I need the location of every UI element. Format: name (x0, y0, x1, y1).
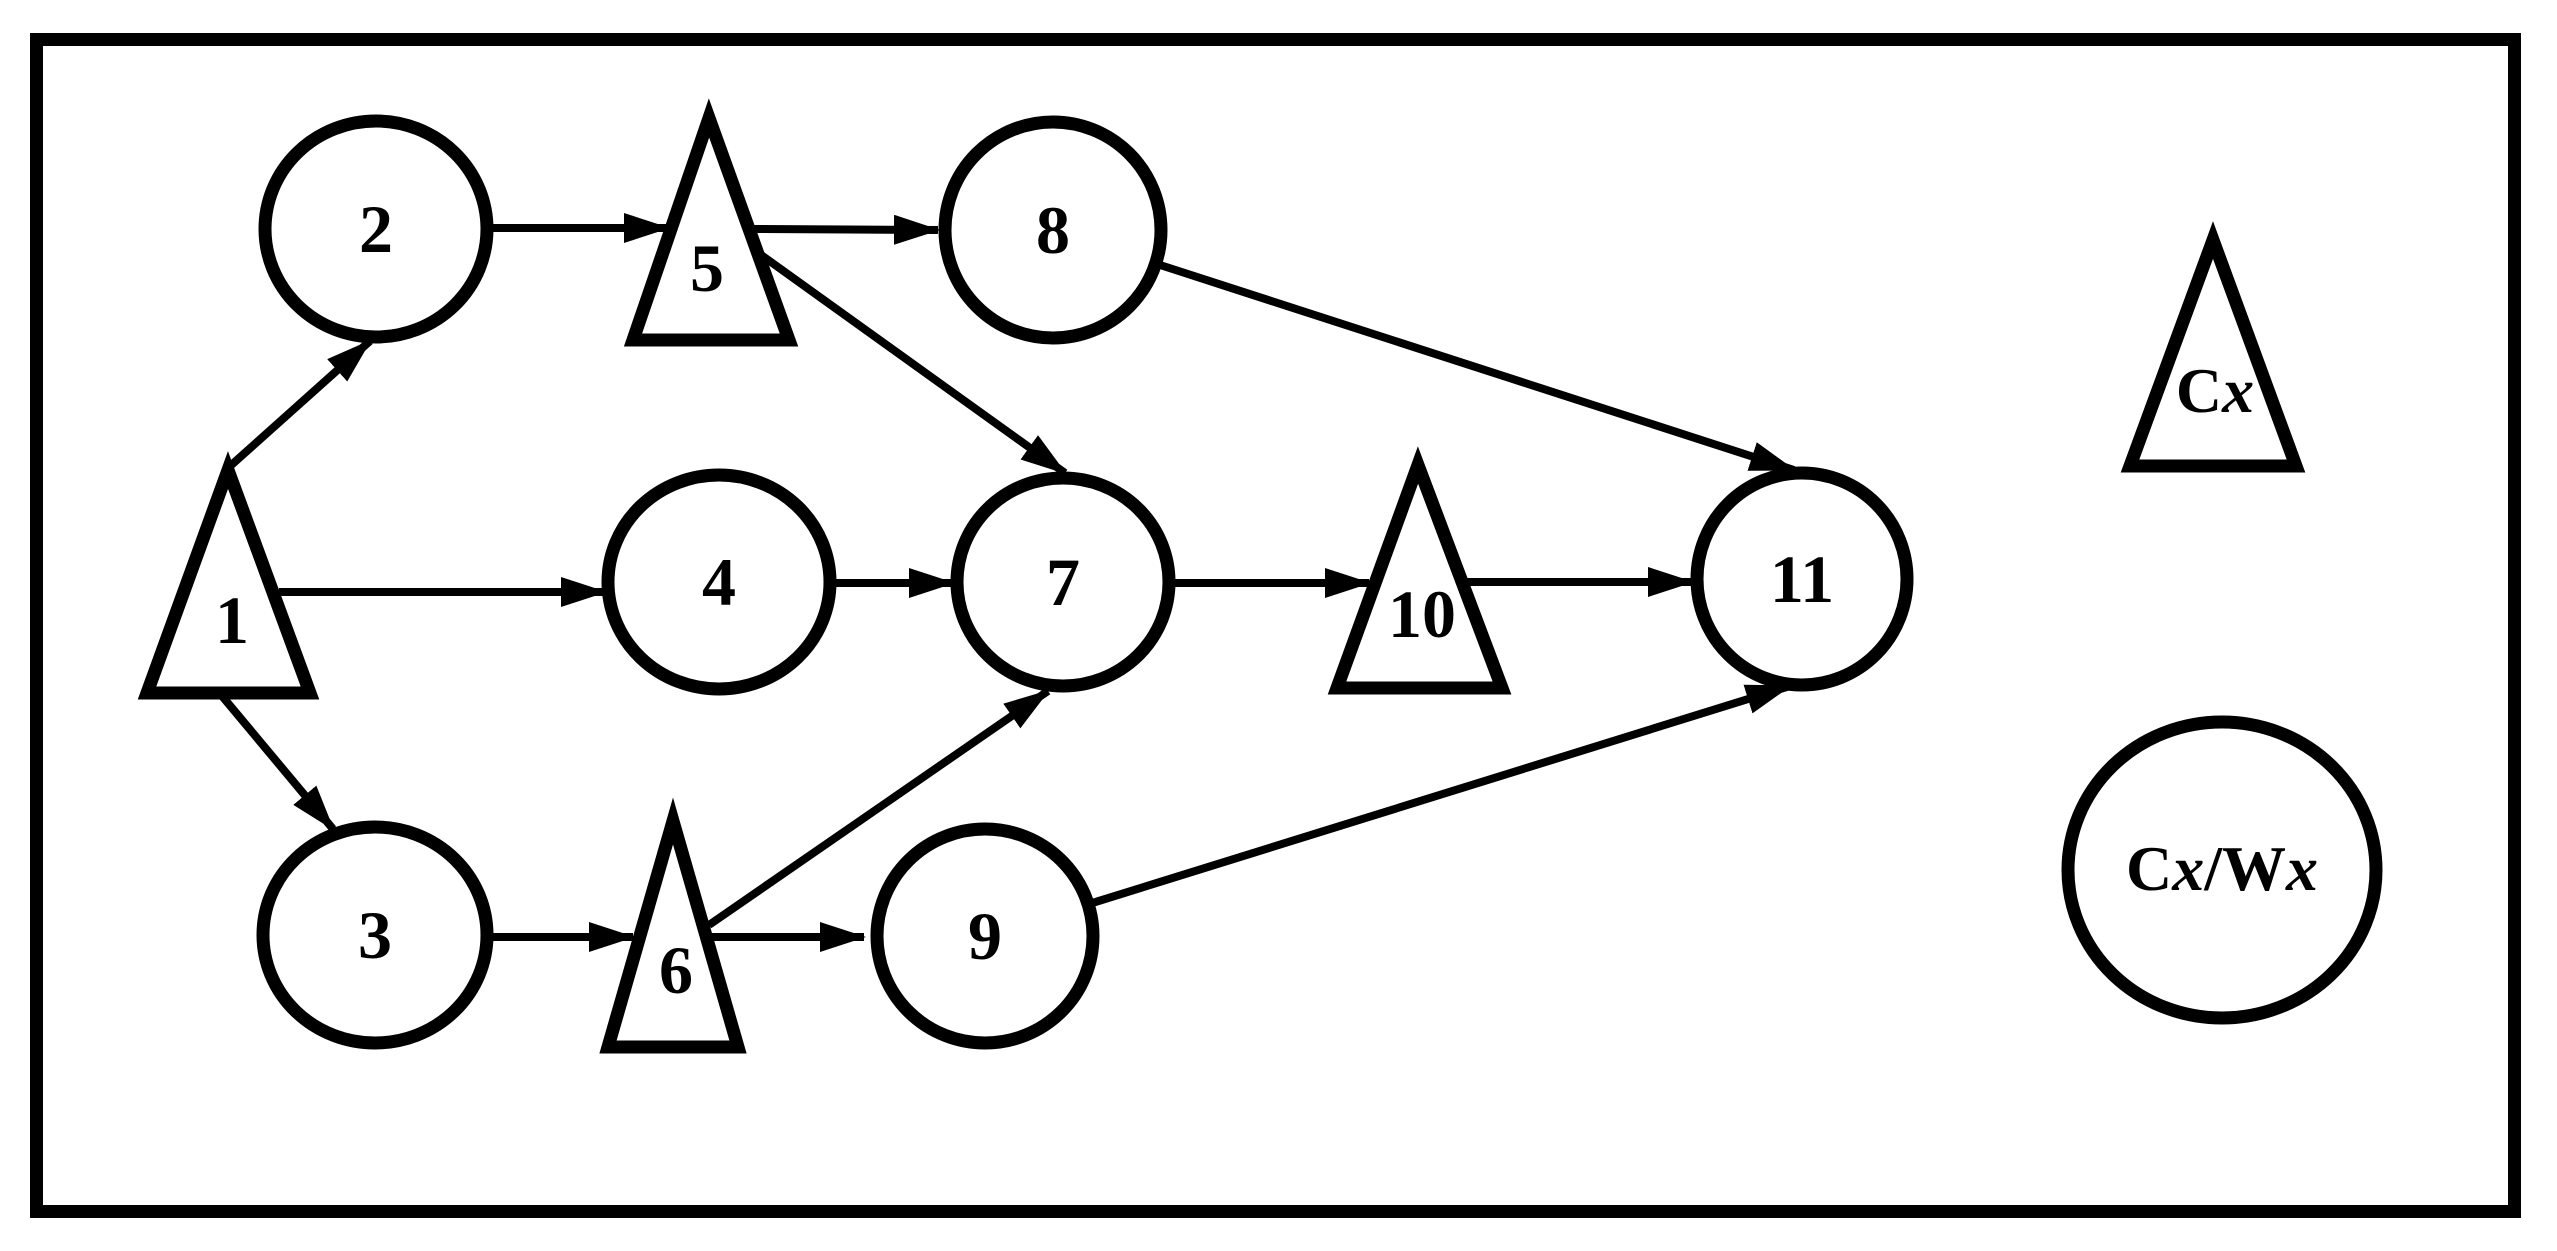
legend-event-symbol-label-part: x (2285, 833, 2318, 904)
node-4: 4 (601, 468, 837, 696)
figure-border (30, 33, 2521, 1218)
node-8-label: 8 (1036, 192, 1070, 268)
node-7: 7 (950, 471, 1176, 693)
node-8-circle-shape (938, 115, 1168, 345)
legend-activity-symbol-label-part: C (2176, 355, 2222, 426)
node-11-circle-shape (1690, 466, 1914, 692)
node-1-label: 1 (215, 582, 249, 658)
node-5-label: 5 (690, 230, 724, 306)
legend-event-symbol-label-part: W (2222, 833, 2286, 904)
node-10-triangle-shape (1327, 446, 1512, 695)
node-6-triangle-shape (599, 797, 747, 1054)
node-9: 9 (870, 822, 1100, 1050)
node-3: 3 (256, 820, 494, 1050)
node-9-circle-shape (870, 822, 1100, 1050)
legend-event-symbol-label-part: / (2203, 833, 2223, 904)
edge-5-7 (754, 248, 1068, 477)
node-2-circle-shape (258, 114, 494, 344)
node-11-label: 11 (1770, 541, 1834, 617)
node-10: 10 (1327, 446, 1512, 695)
legend-event-symbol-label-part: C (2126, 833, 2172, 904)
node-10-label: 10 (1388, 576, 1456, 652)
node-4-label: 4 (702, 544, 736, 620)
node-2-label: 2 (359, 191, 393, 267)
node-11: 11 (1690, 466, 1914, 692)
legend-event-symbol: Cx/Wx (2061, 715, 2383, 1025)
node-6: 6 (599, 797, 747, 1054)
node-1: 1 (137, 451, 320, 700)
node-4-circle-shape (601, 468, 837, 696)
legend-event-symbol-label-part: x (2171, 833, 2204, 904)
legend-activity-symbol-label-part: x (2221, 355, 2254, 426)
node-6-label: 6 (659, 932, 693, 1008)
node-7-circle-shape (950, 471, 1176, 693)
legend-activity-symbol-label: Cx (2176, 355, 2254, 426)
edge-5-8 (751, 214, 940, 245)
node-3-label: 3 (358, 897, 392, 973)
edge-6-7 (706, 687, 1051, 929)
edge-8-11 (1155, 260, 1796, 474)
edge-9-11 (1087, 682, 1792, 908)
node-2: 2 (258, 114, 494, 344)
node-1-triangle-shape (137, 451, 320, 700)
node-8: 8 (938, 115, 1168, 345)
node-5: 5 (623, 98, 799, 347)
node-5-triangle-shape (623, 98, 799, 347)
node-7-label: 7 (1046, 544, 1080, 620)
node-9-label: 9 (968, 898, 1002, 974)
edge-1-2 (225, 338, 373, 471)
legend-activity-symbol: Cx (2120, 221, 2306, 473)
legend-event-symbol-circle-shape (2061, 715, 2383, 1025)
node-3-circle-shape (256, 820, 494, 1050)
legend-event-symbol-label: Cx/Wx (2126, 833, 2318, 904)
legend-activity-symbol-triangle-shape (2120, 221, 2306, 473)
edge-1-3 (218, 693, 337, 832)
